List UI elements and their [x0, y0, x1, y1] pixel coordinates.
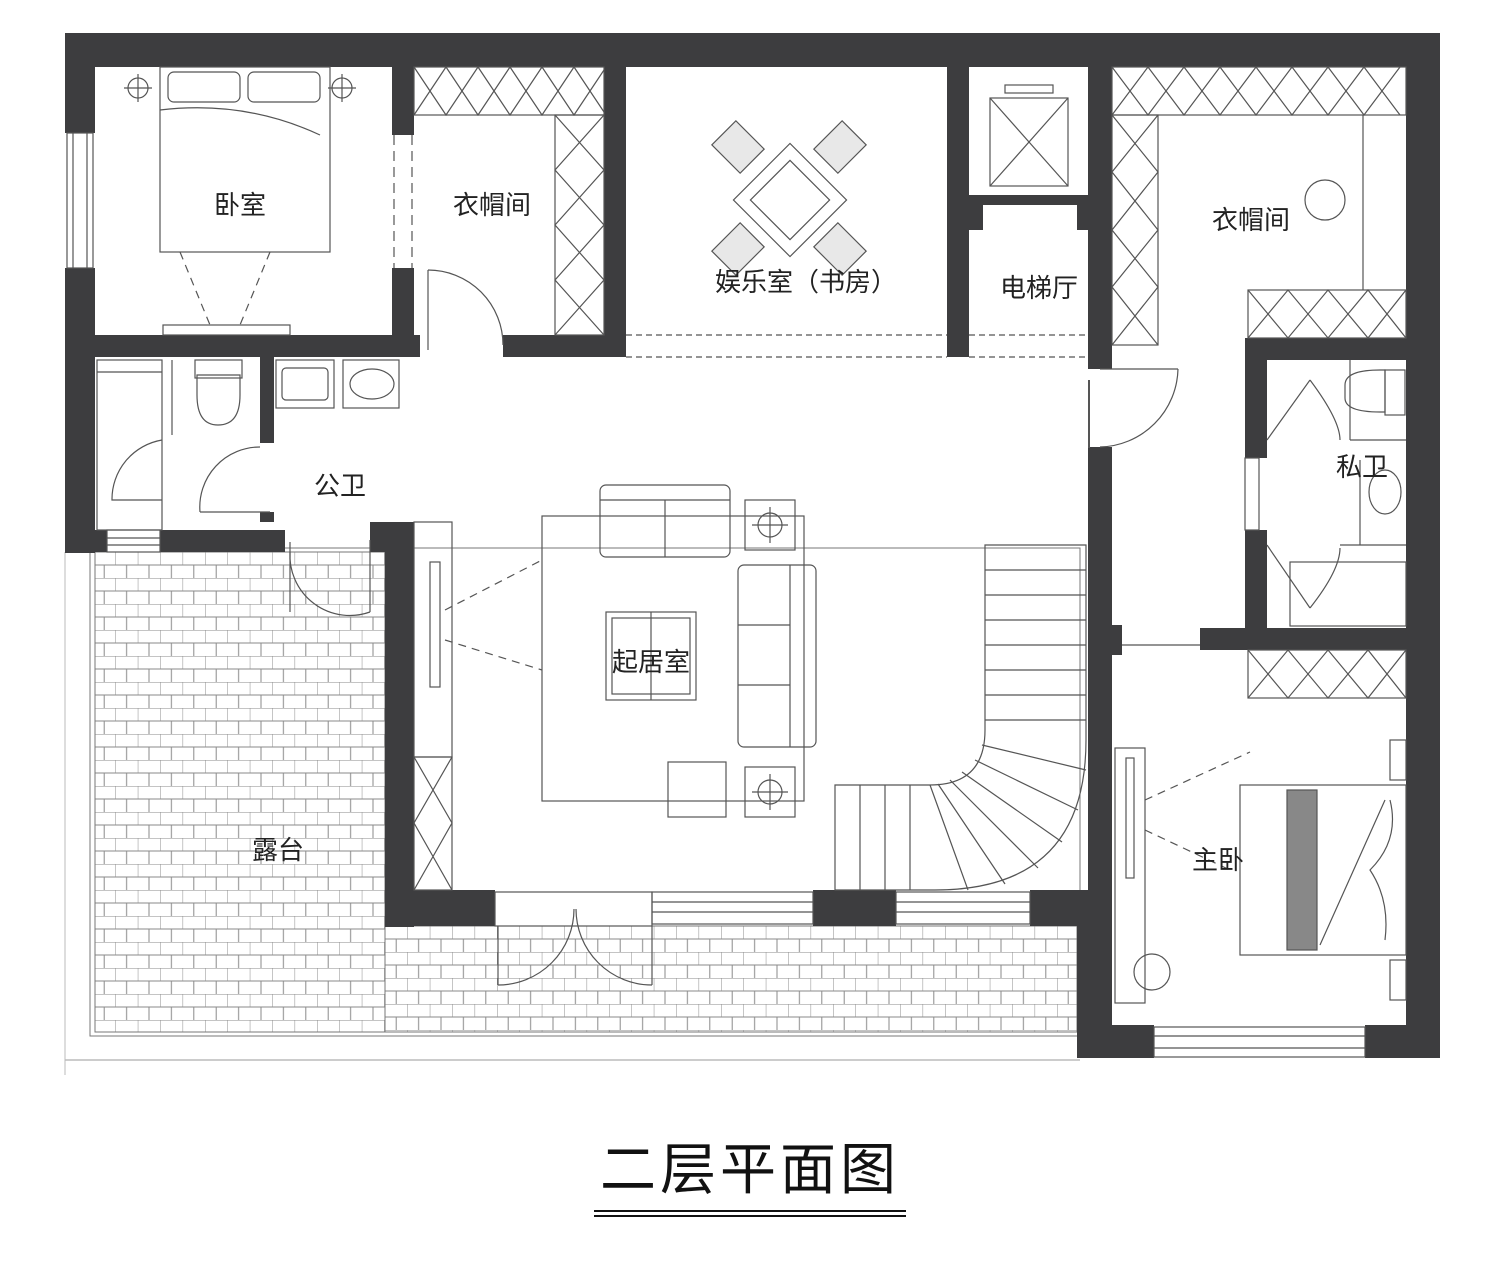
floor-plan — [64, 33, 1440, 1075]
terrace-floor — [64, 547, 1081, 1075]
room-label-elevator-hall: 电梯厅 — [1000, 274, 1079, 304]
room-label-bedroom: 卧室 — [214, 191, 267, 221]
windows — [66, 132, 1366, 1058]
master-bedroom-furniture — [1114, 644, 1407, 1004]
elevator — [969, 84, 1088, 358]
staircase — [834, 544, 1087, 891]
cloakroom-right-cabinets — [1099, 66, 1407, 448]
room-label-public-bath: 公卫 — [314, 472, 367, 502]
public-bath-fixtures — [96, 359, 400, 617]
room-label-study: 娱乐室（书房） — [715, 268, 898, 298]
room-label-living-room: 起居室 — [612, 648, 691, 678]
walls — [65, 33, 1440, 1058]
bedroom-furniture — [124, 66, 356, 336]
plan-title: 二层平面图 — [0, 1125, 1500, 1217]
room-label-cloakroom-left: 衣帽间 — [453, 191, 532, 221]
private-bath-fixtures — [1244, 360, 1407, 627]
study-furniture — [626, 119, 947, 358]
plan-title-text: 二层平面图 — [594, 1125, 906, 1217]
room-label-terrace: 露台 — [252, 836, 305, 866]
living-room-furniture — [413, 484, 817, 986]
room-label-master-bedroom: 主卧 — [1192, 846, 1245, 876]
room-label-private-bath: 私卫 — [1336, 453, 1389, 483]
room-label-cloakroom-right: 衣帽间 — [1212, 206, 1291, 236]
cloakroom-left-cabinets — [393, 65, 605, 350]
